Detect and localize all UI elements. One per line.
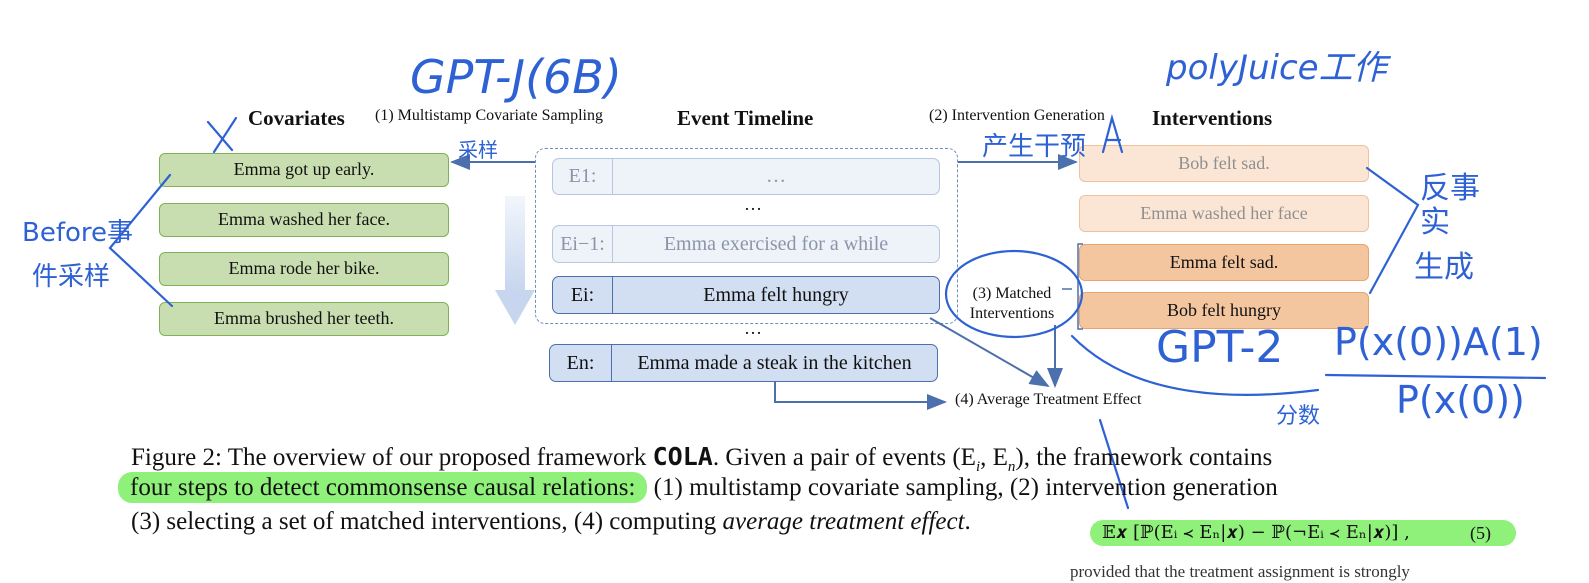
covariate-box: Emma rode her bike. xyxy=(159,252,449,286)
caption-line-3: (3) selecting a set of matched intervent… xyxy=(131,508,971,536)
annotation-a-mark: A xyxy=(1108,116,1109,117)
step-3-line-2: Interventions xyxy=(969,305,1055,322)
covariates-heading: Covariates xyxy=(248,106,345,130)
timeline-dashed-frame xyxy=(535,148,958,324)
caption-text: ), the framework contains xyxy=(1015,444,1273,471)
caption-highlight: four steps to detect commonsense causal … xyxy=(118,472,648,503)
step-1-label: (1) Multistamp Covariate Sampling xyxy=(375,107,603,124)
caption-text: Figure 2: The overview of our proposed f… xyxy=(131,444,653,471)
covariate-box: Emma got up early. xyxy=(159,153,449,187)
intervention-box: Emma felt sad. xyxy=(1079,244,1369,281)
equation-highlight xyxy=(1090,520,1516,546)
covariate-box: Emma washed her face. xyxy=(159,203,449,237)
annotation-polyjuice: polyJuice工作 xyxy=(1166,48,1387,88)
interventions-heading: Interventions xyxy=(1152,106,1273,130)
event-e1-text: … xyxy=(766,165,786,187)
event-ei-text: Emma felt hungry xyxy=(703,283,849,306)
timeline-direction-arrow xyxy=(505,196,525,291)
caption-emphasis: average treatment effect xyxy=(722,508,965,535)
event-ei-minus-1-label: Ei−1: xyxy=(553,226,613,262)
matched-bracket xyxy=(1077,243,1083,330)
step-3-label: (3) Matched Interventions xyxy=(968,284,1056,324)
step-2-label: (2) Intervention Generation xyxy=(929,107,1105,124)
equation-number: (5) xyxy=(1470,523,1491,543)
annotation-generation: 生成 xyxy=(1414,250,1474,285)
event-e1-label: E1: xyxy=(553,159,613,194)
caption-text: . Given a pair of events (E xyxy=(712,444,976,471)
cut-off-text: provided that the treatment assignment i… xyxy=(1070,562,1410,581)
event-en-text: Emma made a steak in the kitchen xyxy=(637,351,912,374)
timeline-direction-arrowhead xyxy=(495,290,535,325)
intervention-box: Bob felt hungry xyxy=(1079,292,1369,329)
equation-5: 𝔼𝒙 [ℙ(Eᵢ ≺ Eₙ|𝒙) − ℙ(¬Eᵢ ≺ Eₙ|𝒙)] , xyxy=(1102,522,1410,543)
intervention-box: Bob felt sad. xyxy=(1079,145,1369,182)
arrow-en-to-ate xyxy=(774,382,947,410)
annotation-counterfactual: 反事实 xyxy=(1420,171,1480,240)
annotation-generate-intervention: 产生干预 xyxy=(982,132,1087,162)
annotation-before-event: Before事 xyxy=(22,218,134,248)
intervention-box: Emma washed her face xyxy=(1079,195,1369,232)
annotation-sampling: 采样 xyxy=(458,138,498,162)
event-en-label: En: xyxy=(550,345,612,381)
timeline-ellipsis: … xyxy=(744,194,762,214)
handwritten-strokes xyxy=(108,113,1547,510)
event-e1-row: E1: … xyxy=(552,158,940,195)
caption-text: , E xyxy=(980,444,1008,471)
annotation-formula-numerator: P(x(0))A(1) xyxy=(1334,320,1543,364)
step-3-line-1: (3) Matched xyxy=(972,285,1052,302)
timeline-ellipsis: … xyxy=(744,318,762,338)
step-4-label: (4) Average Treatment Effect xyxy=(955,391,1142,408)
event-ei-label: Ei: xyxy=(553,277,613,313)
event-timeline-heading: Event Timeline xyxy=(677,106,814,130)
covariate-box: Emma brushed her teeth. xyxy=(159,302,449,336)
arrow-ei-to-ate xyxy=(929,317,1050,387)
annotation-x-mark: X xyxy=(210,112,211,113)
event-ei-minus-1-row: Ei−1: Emma exercised for a while xyxy=(552,225,940,263)
caption-line-1: Figure 2: The overview of our proposed f… xyxy=(131,442,1273,475)
annotation-gpt2: GPT-2 xyxy=(1156,322,1284,373)
framework-name: COLA xyxy=(652,442,713,471)
caption-text: . xyxy=(964,508,971,535)
caption-text: (1) multistamp covariate sampling, (2) i… xyxy=(647,474,1278,501)
annotation-gpt-j: GPT-J(6B) xyxy=(410,50,622,104)
event-en-row: En: Emma made a steak in the kitchen xyxy=(549,344,938,382)
caption-text: (3) selecting a set of matched intervent… xyxy=(131,508,723,535)
event-ei-row: Ei: Emma felt hungry xyxy=(552,276,940,314)
annotation-before-event-2: 件采样 xyxy=(32,262,111,292)
caption-line-2: four steps to detect commonsense causal … xyxy=(118,472,1278,503)
annotation-fraction: 分数 xyxy=(1276,404,1321,429)
annotation-formula-denominator: P(x(0)) xyxy=(1396,378,1525,422)
event-ei-minus-1-text: Emma exercised for a while xyxy=(663,232,889,255)
